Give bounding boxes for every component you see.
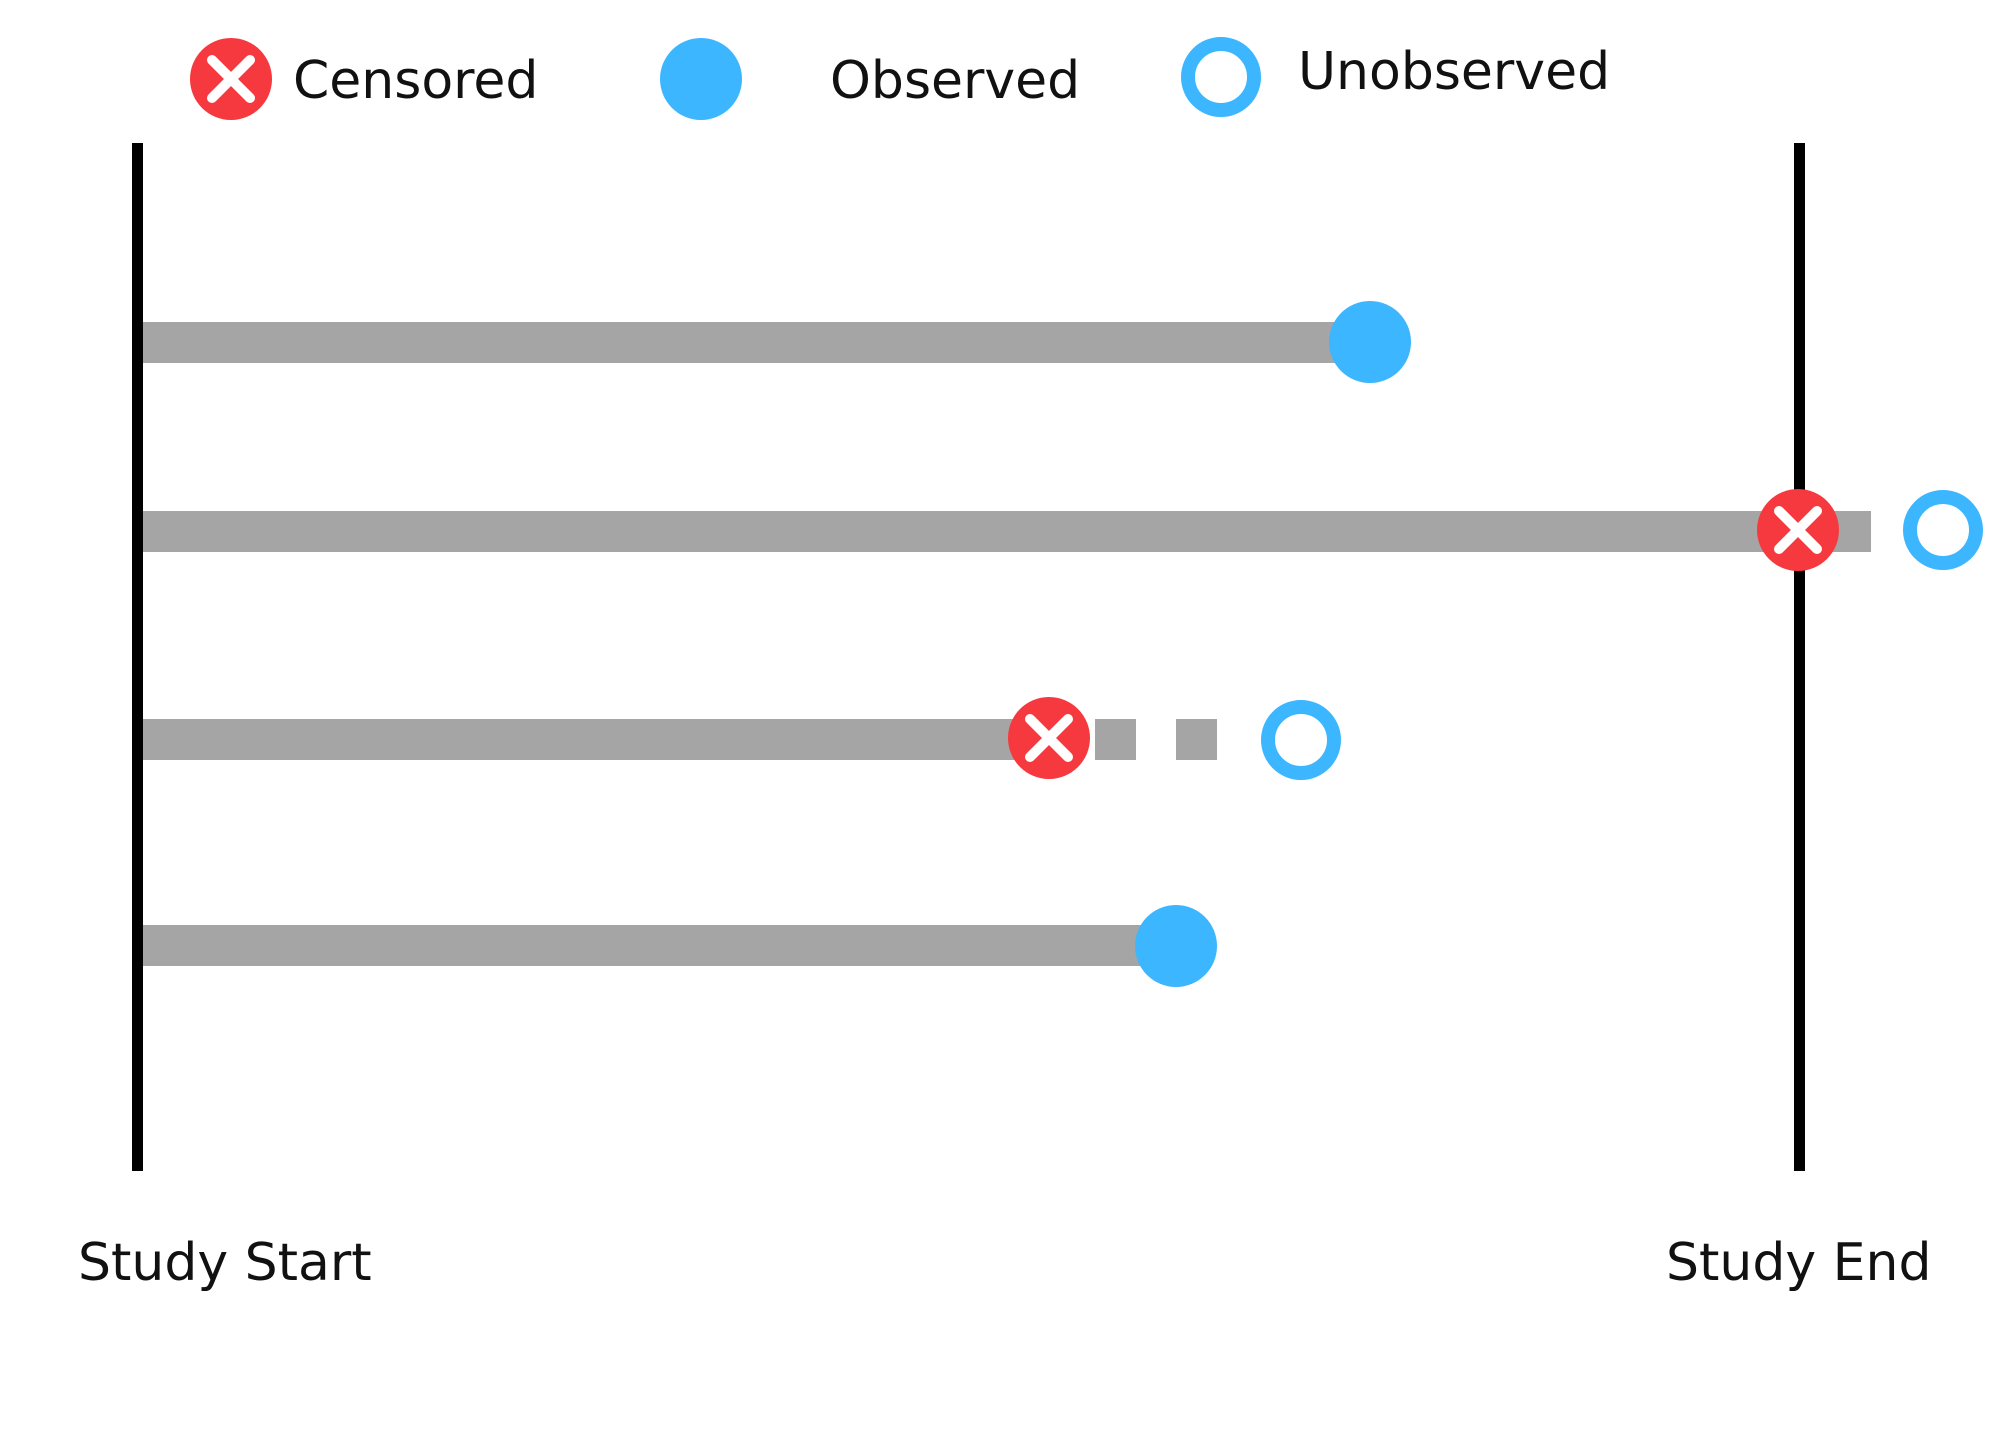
unobserved-ring-icon: [1181, 37, 1261, 117]
subject-bar: [138, 322, 1370, 363]
subject-bar: [138, 511, 1871, 552]
study-boundaries: [132, 143, 1805, 1171]
study-end-line: [1794, 143, 1805, 1171]
study-end-label: Study End: [1666, 1233, 1931, 1293]
event-markers: [1008, 301, 1983, 987]
unobserved-legend-item: Unobserved: [1181, 37, 1610, 117]
censored-x-icon: [1008, 697, 1090, 779]
censored-x-icon: [190, 38, 272, 120]
unobserved-legend-label: Unobserved: [1298, 42, 1610, 102]
observed-dot-icon: [660, 38, 742, 120]
unobserved-ring-icon: [1903, 490, 1983, 570]
censored-x-icon: [1757, 489, 1839, 571]
censored-legend-item: Censored: [190, 38, 538, 120]
study-start-line: [132, 143, 143, 1171]
legend: Censored Observed Unobserved: [190, 37, 1610, 120]
study-start-label: Study Start: [78, 1233, 372, 1293]
unobserved-ring-icon: [1261, 700, 1341, 780]
subject-bars: [138, 322, 1871, 966]
observed-dot-icon: [1329, 301, 1411, 383]
boundary-labels: Study Start Study End: [78, 1233, 1931, 1293]
unobserved-dash: [1095, 719, 1136, 760]
subject-bar: [138, 925, 1153, 966]
observed-dot-icon: [1135, 905, 1217, 987]
censored-legend-label: Censored: [293, 51, 538, 111]
observed-legend-item: Observed: [660, 38, 1080, 120]
subject-bar: [138, 719, 1053, 760]
observed-legend-label: Observed: [830, 51, 1080, 111]
unobserved-dash: [1176, 719, 1217, 760]
